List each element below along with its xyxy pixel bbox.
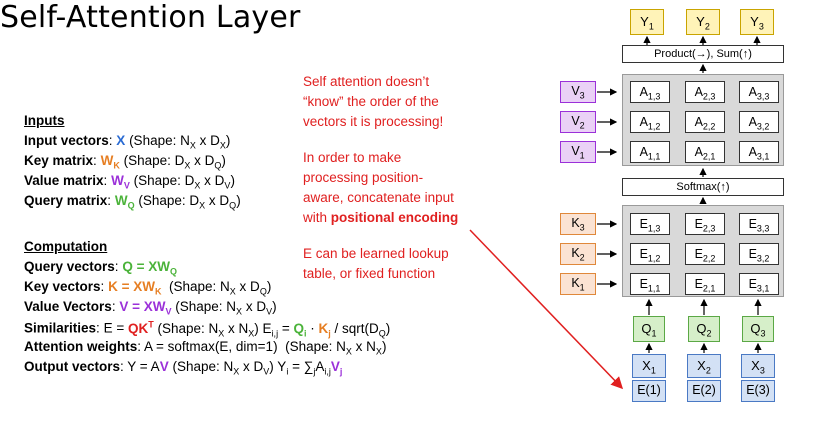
value-v2: V2 [560,111,596,133]
attn-cell: A3,3 [739,81,779,103]
output-y1: Y1 [630,9,664,35]
sim-cell: E1,1 [630,273,670,295]
positional-encoding-arrow [469,229,624,390]
value-v3: V3 [560,81,596,103]
input-x2: X2 [687,354,721,378]
input-vectors-line: Input vectors: X (Shape: NX x DX) [24,133,231,151]
sim-cell: E3,2 [739,243,779,265]
query-q3: Q3 [742,316,774,342]
product-sum-box: Product(→), Sum(↑) [622,45,784,63]
value-matrix-line: Value matrix: WV (Shape: DX x DV) [24,173,235,191]
attn-cell: A1,2 [630,111,670,133]
page-title: Self-Attention Layer [0,0,301,35]
key-k3: K3 [560,213,596,235]
note-lookup: E can be learned lookup table, or fixed … [303,246,449,281]
value-vectors-line: Value Vectors: V = XWV (Shape: NX x DV) [24,299,277,317]
note-positional: In order to make processing position- aw… [303,150,459,225]
attn-cell: A2,2 [685,111,725,133]
sim-cell: E3,1 [739,273,779,295]
attn-cell: A1,1 [630,141,670,163]
input-x1: X1 [632,354,666,378]
key-matrix-line: Key matrix: WK (Shape: DX x DQ) [24,153,226,171]
softmax-box: Softmax(↑) [622,178,784,196]
attn-cell: A3,2 [739,111,779,133]
similarities-line: Similarities: E = QKT (Shape: NX x NX) E… [24,319,391,339]
pos-enc-3: E(3) [741,380,775,402]
attn-cell: A3,1 [739,141,779,163]
attention-weights-line: Attention weights: A = softmax(E, dim=1)… [24,339,387,357]
sim-cell: E1,3 [630,213,670,235]
pos-enc-1: E(1) [632,380,666,402]
output-vectors-line: Output vectors: Y = AV (Shape: NX x DV) … [24,359,343,377]
sim-cell: E3,3 [739,213,779,235]
key-k1: K1 [560,273,596,295]
query-matrix-line: Query matrix: WQ (Shape: DX x DQ) [24,193,241,211]
attn-cell: A2,3 [685,81,725,103]
key-k2: K2 [560,243,596,265]
query-vectors-line: Query vectors: Q = XWQ [24,259,177,277]
note-order: Self attention doesn’t “know” the order … [303,74,444,129]
input-x3: X3 [741,354,775,378]
query-q2: Q2 [688,316,720,342]
sim-cell: E1,2 [630,243,670,265]
inputs-header: Inputs [24,113,65,128]
value-v1: V1 [560,141,596,163]
attn-cell: A1,3 [630,81,670,103]
sim-cell: E2,2 [685,243,725,265]
pos-enc-2: E(2) [687,380,721,402]
sim-cell: E2,1 [685,273,725,295]
output-y2: Y2 [686,9,720,35]
output-y3: Y3 [740,9,774,35]
computation-header: Computation [24,239,108,254]
query-q1: Q1 [633,316,665,342]
attn-cell: A2,1 [685,141,725,163]
sim-cell: E2,3 [685,213,725,235]
key-vectors-line: Key vectors: K = XWK (Shape: NX x DQ) [24,279,272,297]
